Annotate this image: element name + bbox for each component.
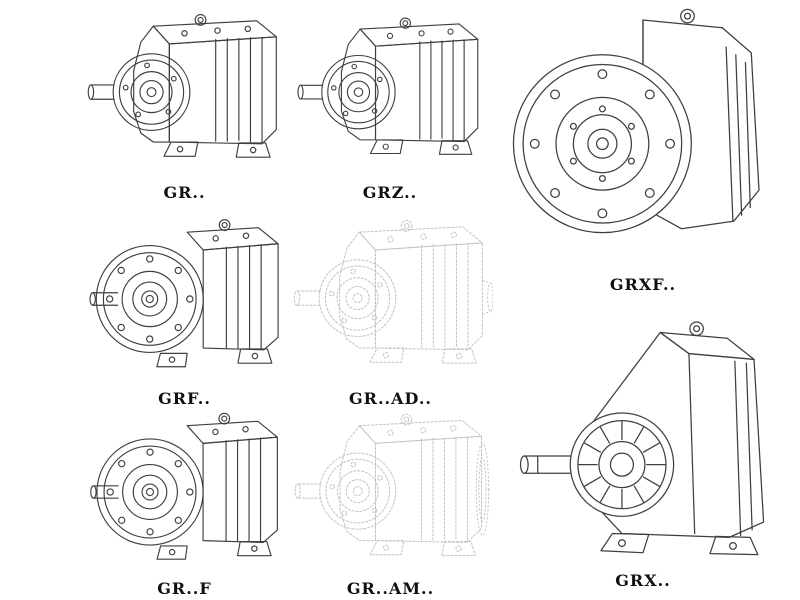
gearbox-drawing-grf: [82, 212, 287, 386]
model-cell-grx: GRX..: [498, 300, 788, 592]
model-cell-grz: GRZ..: [292, 6, 488, 204]
model-label-gr-am: GR..AM..: [346, 579, 435, 598]
gearbox-drawing-grx: [498, 300, 788, 568]
model-cell-gr-f: GR..F: [82, 408, 287, 600]
model-cell-gr: GR..: [82, 6, 287, 204]
model-label-gr-f: GR..F: [157, 579, 212, 598]
gearbox-drawing-gr-am: [288, 408, 493, 576]
gearbox-drawing-gr-f: [82, 408, 287, 576]
model-label-grxf: GRXF..: [609, 275, 677, 294]
gearbox-drawing-gr: [82, 6, 287, 180]
model-label-grx: GRX..: [615, 571, 671, 590]
model-label-grz: GRZ..: [362, 183, 418, 202]
model-cell-grxf: GRXF..: [498, 0, 788, 296]
model-label-gr-ad: GR..AD..: [349, 389, 432, 408]
model-label-grf: GRF..: [158, 389, 211, 408]
gearbox-drawing-grz: [292, 6, 488, 180]
model-cell-grf: GRF..: [82, 212, 287, 410]
model-cell-gr-am: GR..AM..: [288, 408, 493, 600]
model-label-gr: GR..: [163, 183, 206, 202]
gearbox-drawing-grxf: [498, 0, 788, 272]
gearbox-drawing-gr-ad: [288, 212, 493, 386]
model-cell-gr-ad: GR..AD..: [288, 212, 493, 410]
